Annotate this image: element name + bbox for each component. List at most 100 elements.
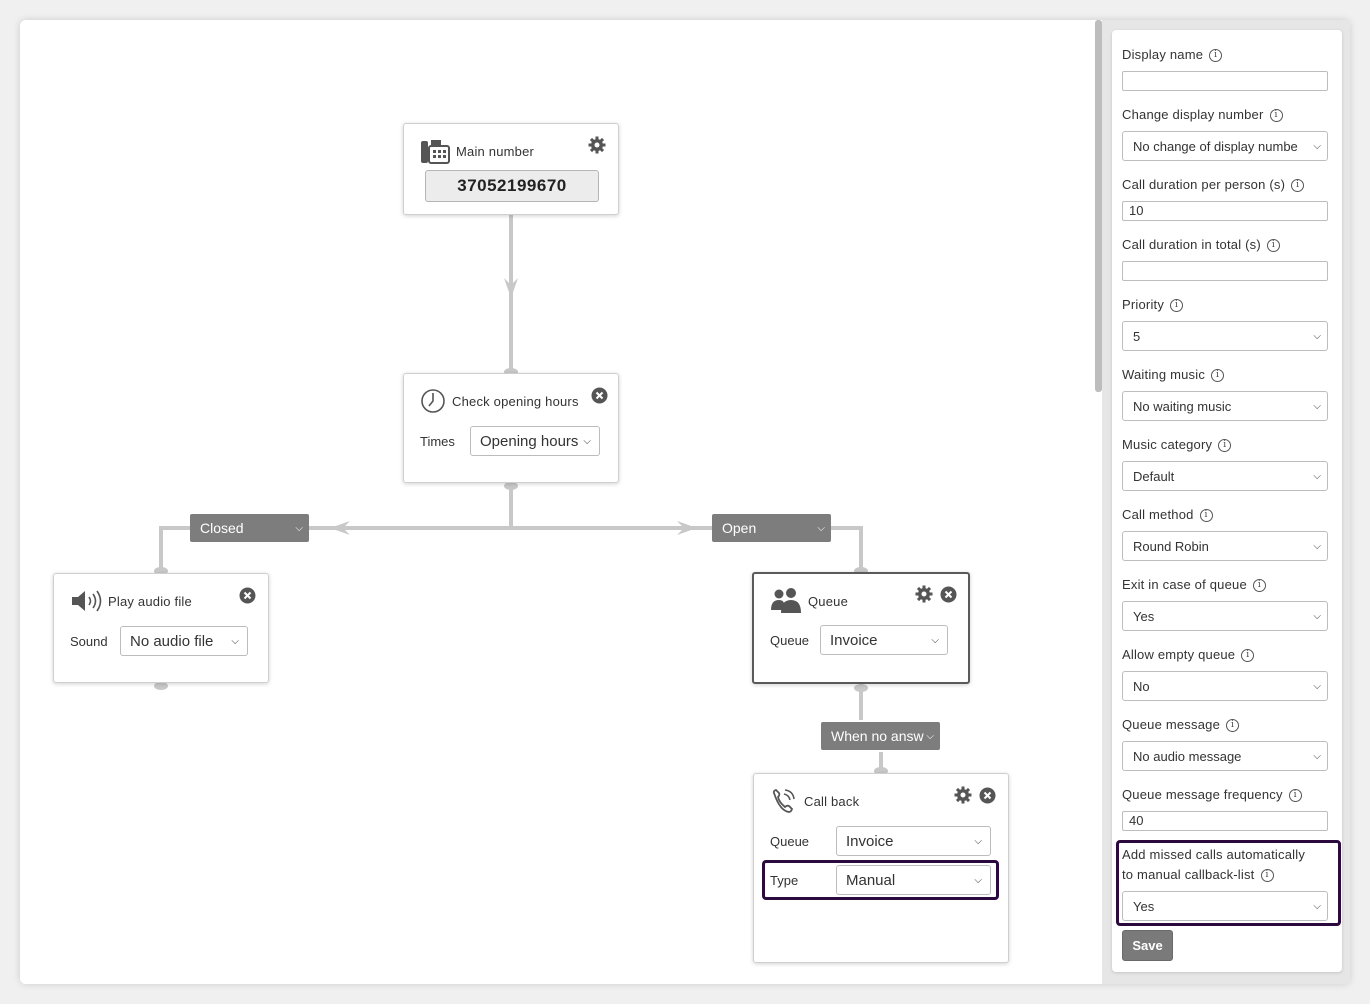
info-icon[interactable]: i bbox=[1170, 298, 1184, 312]
phone-ringing-icon bbox=[770, 787, 798, 815]
info-icon[interactable]: i bbox=[1266, 238, 1280, 252]
info-icon[interactable]: i bbox=[1269, 108, 1283, 122]
save-button[interactable]: Save bbox=[1122, 930, 1173, 961]
display-name-input[interactable] bbox=[1122, 71, 1328, 91]
branch-no-answer-select[interactable]: When no answ ⌵ bbox=[821, 722, 940, 750]
missed-calls-label-line1: Add missed calls automatically bbox=[1122, 847, 1306, 862]
info-icon[interactable]: i bbox=[1209, 48, 1223, 62]
close-icon[interactable] bbox=[238, 586, 256, 604]
queue-header: Queue bbox=[770, 586, 848, 616]
call-duration-total-field: Call duration in total (s) i bbox=[1122, 235, 1328, 281]
priority-select[interactable]: 5⌵ bbox=[1122, 321, 1328, 351]
branch-open-label: Open bbox=[722, 520, 757, 536]
type-highlight-outline bbox=[762, 860, 999, 900]
change-display-number-value: No change of display numbe bbox=[1133, 138, 1298, 154]
app-frame: Main number 37052199670 Check opening ho… bbox=[20, 20, 1350, 984]
branch-open-select[interactable]: Open ⌵ bbox=[712, 514, 831, 542]
port-dot bbox=[854, 684, 868, 692]
info-icon[interactable]: i bbox=[1252, 578, 1266, 592]
settings-gear-icon[interactable] bbox=[588, 136, 606, 154]
queue-message-frequency-input[interactable]: 40 bbox=[1122, 811, 1328, 831]
call-duration-person-input[interactable]: 10 bbox=[1122, 201, 1328, 221]
allow-empty-queue-value: No bbox=[1133, 678, 1150, 694]
close-icon[interactable] bbox=[590, 386, 608, 404]
chevron-down-icon: ⌵ bbox=[1313, 330, 1321, 342]
settings-gear-icon[interactable] bbox=[954, 786, 972, 804]
main-number-node[interactable]: Main number 37052199670 bbox=[403, 123, 619, 215]
call-duration-total-input[interactable] bbox=[1122, 261, 1328, 281]
change-display-number-select[interactable]: No change of display numbe ⌵ bbox=[1122, 131, 1328, 161]
info-icon[interactable]: i bbox=[1226, 718, 1239, 732]
queue-message-field: Queue message i No audio message⌵ bbox=[1122, 715, 1328, 771]
exit-queue-select[interactable]: Yes⌵ bbox=[1122, 601, 1328, 631]
callback-title: Call back bbox=[804, 793, 860, 809]
callback-queue-value: Invoice bbox=[846, 832, 894, 850]
queue-message-label: Queue message bbox=[1122, 717, 1220, 732]
close-icon[interactable] bbox=[939, 585, 957, 603]
queue-message-select[interactable]: No audio message⌵ bbox=[1122, 741, 1328, 771]
call-method-label: Call method bbox=[1122, 507, 1194, 522]
speaker-icon bbox=[70, 589, 102, 613]
music-category-select[interactable]: Default ⌵ bbox=[1122, 461, 1328, 491]
info-icon[interactable]: i bbox=[1199, 508, 1213, 522]
waiting-music-select[interactable]: No waiting music⌵ bbox=[1122, 391, 1328, 421]
info-icon[interactable]: i bbox=[1288, 788, 1302, 802]
branch-closed-select[interactable]: Closed ⌵ bbox=[190, 514, 309, 542]
queue-select[interactable]: Invoice ⌵ bbox=[820, 625, 948, 655]
info-icon[interactable]: i bbox=[1260, 868, 1274, 882]
queue-node[interactable]: Queue Queue Invoice ⌵ bbox=[752, 572, 970, 684]
opening-hours-title: Check opening hours bbox=[452, 393, 579, 409]
opening-hours-node[interactable]: Check opening hours Times Opening hours … bbox=[403, 373, 619, 483]
change-display-number-label: Change display number bbox=[1122, 107, 1264, 122]
callback-node[interactable]: Call back Queue Invoice ⌵ Type bbox=[753, 773, 1009, 963]
call-method-value: Round Robin bbox=[1133, 538, 1209, 554]
info-icon[interactable]: i bbox=[1241, 648, 1255, 662]
flow-canvas[interactable]: Main number 37052199670 Check opening ho… bbox=[20, 20, 1102, 984]
branch-no-answer-label: When no answ bbox=[831, 728, 924, 744]
priority-field: Priority i 5⌵ bbox=[1122, 295, 1328, 351]
missed-calls-highlight-outline bbox=[1116, 840, 1341, 926]
callback-header: Call back bbox=[770, 786, 859, 816]
callback-queue-select[interactable]: Invoice ⌵ bbox=[836, 826, 991, 856]
sound-select[interactable]: No audio file ⌵ bbox=[120, 626, 248, 656]
chevron-down-icon: ⌵ bbox=[1313, 140, 1321, 152]
times-select[interactable]: Opening hours ⌵ bbox=[470, 426, 600, 456]
chevron-down-icon: ⌵ bbox=[1313, 540, 1321, 552]
queue-message-value: No audio message bbox=[1133, 748, 1242, 764]
priority-label: Priority bbox=[1122, 297, 1165, 312]
sound-label: Sound bbox=[70, 633, 108, 649]
port-dot bbox=[504, 482, 518, 490]
canvas-scrollbar-thumb[interactable] bbox=[1095, 20, 1102, 392]
music-category-value: Default bbox=[1133, 468, 1175, 484]
arrow-right bbox=[677, 521, 697, 535]
info-icon[interactable]: i bbox=[1291, 178, 1305, 192]
times-label: Times bbox=[420, 433, 455, 449]
port-dot bbox=[154, 682, 168, 690]
opening-hours-header: Check opening hours bbox=[420, 386, 579, 416]
chevron-down-icon: ⌵ bbox=[1313, 470, 1321, 482]
call-method-select[interactable]: Round Robin ⌵ bbox=[1122, 531, 1328, 561]
queue-select-value: Invoice bbox=[830, 631, 878, 649]
call-duration-total-label: Call duration in total (s) bbox=[1122, 237, 1261, 252]
chevron-down-icon: ⌵ bbox=[583, 435, 591, 447]
allow-empty-queue-select[interactable]: No⌵ bbox=[1122, 671, 1328, 701]
info-icon[interactable]: i bbox=[1211, 368, 1225, 382]
music-category-label: Music category bbox=[1122, 437, 1213, 452]
missed-calls-callback-select[interactable]: Yes⌵ bbox=[1122, 891, 1328, 921]
close-icon[interactable] bbox=[978, 786, 996, 804]
chevron-down-icon: ⌵ bbox=[1313, 900, 1321, 912]
play-audio-node[interactable]: Play audio file Sound No audio file ⌵ bbox=[53, 573, 269, 683]
chevron-down-icon: ⌵ bbox=[974, 874, 982, 886]
queue-label: Queue bbox=[770, 632, 810, 648]
callback-type-label: Type bbox=[770, 872, 799, 888]
settings-gear-icon[interactable] bbox=[915, 585, 933, 603]
call-duration-person-label: Call duration per person (s) bbox=[1122, 177, 1286, 192]
canvas-scrollbar-track[interactable] bbox=[1095, 20, 1102, 984]
callback-type-select[interactable]: Manual ⌵ bbox=[836, 865, 991, 895]
info-icon[interactable]: i bbox=[1218, 438, 1232, 452]
